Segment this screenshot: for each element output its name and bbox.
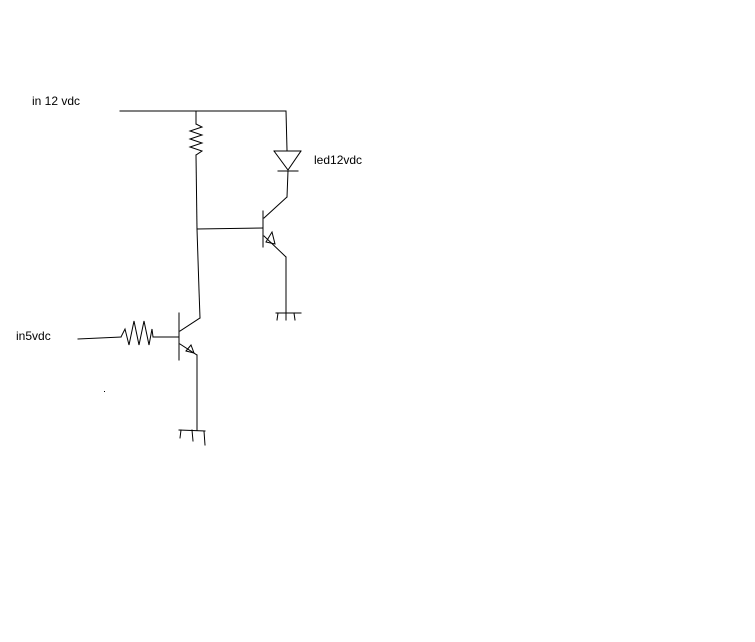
led-label: led12vdc	[314, 153, 363, 167]
led-diode-symbol	[273, 110, 302, 198]
collector-node-wire	[196, 228, 201, 319]
pullup-resistor	[188, 110, 204, 230]
upper-npn-transistor	[262, 196, 288, 314]
supply-12v-label: in 12 vdc	[32, 94, 81, 108]
input-5v-label: in5vdc	[16, 329, 51, 343]
lower-npn-transistor	[178, 312, 201, 431]
upper-base-wire	[196, 227, 264, 230]
ground-symbol-upper	[275, 312, 302, 321]
ground-symbol-lower	[178, 429, 206, 446]
stray-dot	[104, 391, 105, 392]
input-base-resistor	[77, 320, 180, 346]
